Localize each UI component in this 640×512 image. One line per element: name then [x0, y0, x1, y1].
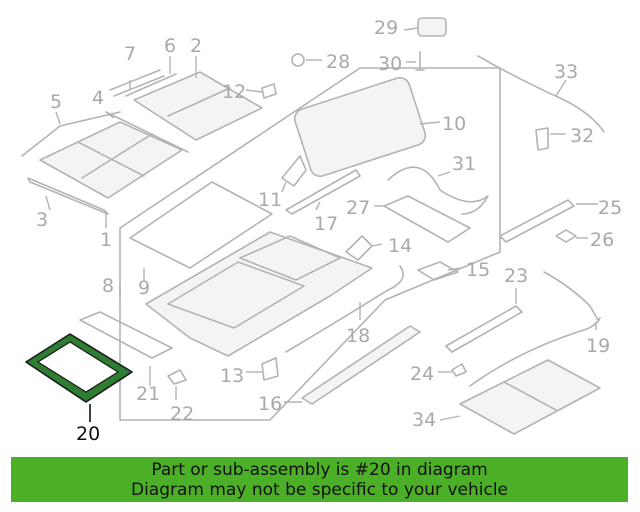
cable-33: [477, 55, 605, 133]
callout-24: 24: [410, 363, 434, 385]
bracket-15: [417, 261, 459, 281]
callout-29: 29: [374, 17, 398, 39]
rail-6: [125, 73, 177, 97]
rear-glass-panel: [133, 71, 263, 141]
callout-26: 26: [590, 229, 614, 251]
deflector-strip: [27, 177, 109, 215]
callout-27: 27: [346, 197, 370, 219]
frame-seal: [129, 181, 273, 269]
callout-16: 16: [258, 393, 282, 415]
callout-22: 22: [170, 403, 194, 425]
callout-23: 23: [504, 265, 528, 287]
banner-line-1: Part or sub-assembly is #20 in diagram: [151, 459, 488, 480]
callout-12: 12: [222, 81, 246, 103]
callout-9: 9: [138, 277, 150, 299]
bracket-11: [281, 155, 307, 187]
clip-13: [261, 357, 279, 381]
harness-31: [387, 166, 489, 215]
callout-7: 7: [124, 43, 136, 65]
strip-21: [79, 311, 173, 359]
panel-27: [383, 195, 471, 243]
callout-15: 15: [466, 259, 490, 281]
assembly-outline: [119, 67, 501, 421]
sunroof-frame-opening-2: [239, 235, 341, 281]
seal-strip-5: [21, 111, 121, 157]
clip-28: [291, 53, 305, 67]
callout-28: 28: [326, 51, 350, 73]
callout-4: 4: [92, 87, 104, 109]
callout-8: 8: [102, 275, 114, 297]
clip-24: [451, 363, 467, 377]
callout-25: 25: [598, 197, 622, 219]
highlighted-seal-20: [25, 333, 133, 403]
callout-13: 13: [220, 365, 244, 387]
callout-31: 31: [452, 153, 476, 175]
sunshade-34-divider: [503, 381, 557, 411]
strip-25: [499, 199, 575, 243]
bolt-30: [415, 51, 425, 71]
clip-26: [555, 229, 577, 243]
callout-6: 6: [164, 35, 176, 57]
callout-30: 30: [378, 53, 402, 75]
callout-5: 5: [50, 91, 62, 113]
callout-10: 10: [442, 113, 466, 135]
callout-1: 1: [100, 229, 112, 251]
sunshade-glass-10: [293, 76, 427, 178]
callout-18: 18: [346, 325, 370, 347]
callout-34: 34: [412, 409, 436, 431]
seal-strip-4: [105, 111, 189, 153]
info-banner: Part or sub-assembly is #20 in diagram D…: [11, 457, 628, 502]
rear-glass-line: [167, 87, 231, 117]
sunroof-frame: [145, 231, 373, 357]
callout-2: 2: [190, 35, 202, 57]
parts-diagram: 1 2 3 4 5 6 7 8 9 10 11 12 13 14 15 16 1…: [21, 17, 622, 445]
leader-lines: [45, 27, 598, 422]
rail-16: [301, 325, 421, 405]
callout-17: 17: [314, 213, 338, 235]
hose-19: [543, 271, 599, 321]
glass-panel-front-divider: [77, 133, 153, 179]
bracket-32: [535, 127, 549, 151]
callout-11: 11: [258, 189, 282, 211]
banner-line-2: Diagram may not be specific to your vehi…: [130, 479, 508, 500]
rail-17: [285, 169, 361, 215]
callout-3: 3: [36, 209, 48, 231]
motor-29: [417, 17, 447, 37]
callout-19: 19: [586, 335, 610, 357]
callout-14: 14: [388, 235, 412, 257]
clip-12: [261, 83, 277, 99]
clip-22: [167, 369, 187, 385]
drain-hose-18: [285, 265, 404, 353]
callout-32: 32: [570, 125, 594, 147]
sunroof-frame-opening: [167, 261, 305, 329]
rail-7: [109, 69, 165, 97]
sunshade-34: [459, 359, 601, 435]
callout-20: 20: [76, 423, 100, 445]
callout-33: 33: [554, 61, 578, 83]
bracket-14: [345, 235, 373, 261]
strip-23: [445, 305, 523, 353]
callout-21: 21: [136, 383, 160, 405]
